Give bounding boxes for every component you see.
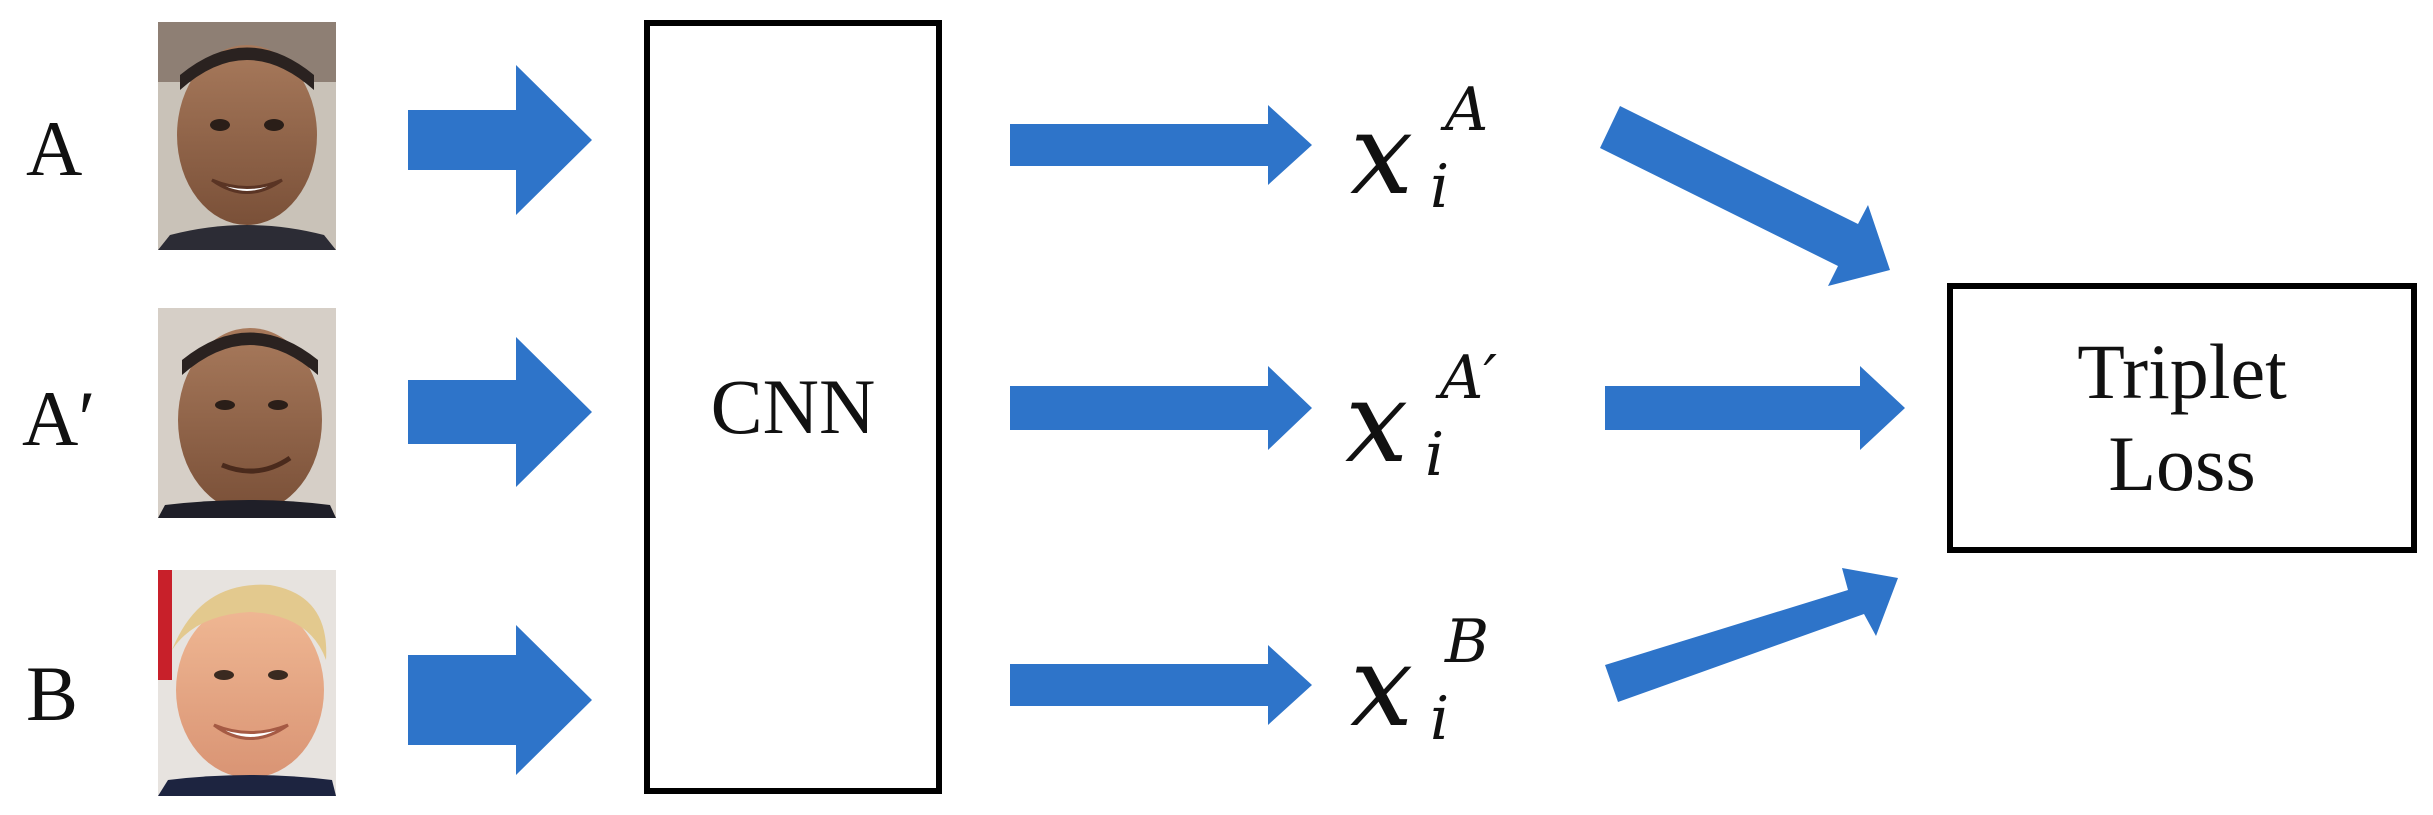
cnn-box: CNN bbox=[644, 20, 942, 794]
embedding-positive-base: x bbox=[1345, 358, 1409, 488]
arrow-input-a-alt bbox=[408, 337, 592, 487]
arrow-to-loss-b bbox=[1605, 568, 1898, 702]
embedding-negative: x B i bbox=[1350, 607, 1560, 762]
arrow-output-b bbox=[1010, 645, 1312, 725]
embedding-positive: x A′ i bbox=[1345, 343, 1575, 498]
arrow-output-a-alt bbox=[1010, 366, 1312, 450]
face-photo-person-b bbox=[158, 570, 336, 796]
embedding-negative-superscript: B bbox=[1445, 607, 1490, 677]
embedding-anchor-subscript: i bbox=[1430, 152, 1450, 222]
embedding-positive-superscript: A′ bbox=[1440, 343, 1497, 413]
triplet-loss-label: Triplet Loss bbox=[2077, 326, 2287, 510]
triplet-loss-box: Triplet Loss bbox=[1947, 283, 2417, 553]
triplet-loss-line2: Loss bbox=[2108, 420, 2256, 507]
arrow-to-loss-a-alt bbox=[1605, 366, 1905, 450]
arrow-input-a bbox=[408, 65, 592, 215]
embedding-negative-subscript: i bbox=[1430, 684, 1450, 754]
input-label-a: A bbox=[26, 105, 83, 192]
face-photo-person-a bbox=[158, 22, 336, 250]
arrow-output-a bbox=[1010, 105, 1312, 185]
input-label-a-alt: A′ bbox=[22, 375, 96, 462]
cnn-label: CNN bbox=[710, 363, 876, 450]
embedding-positive-subscript: i bbox=[1425, 420, 1445, 490]
arrow-input-b bbox=[408, 625, 592, 775]
triplet-loss-line1: Triplet bbox=[2077, 327, 2287, 415]
embedding-anchor-base: x bbox=[1350, 90, 1414, 220]
embedding-anchor: x A i bbox=[1350, 75, 1560, 230]
embedding-negative-base: x bbox=[1350, 622, 1414, 752]
arrow-to-loss-a bbox=[1600, 106, 1890, 286]
face-photo-person-a-alt bbox=[158, 308, 336, 518]
input-label-b: B bbox=[26, 650, 79, 737]
embedding-anchor-superscript: A bbox=[1445, 75, 1489, 145]
